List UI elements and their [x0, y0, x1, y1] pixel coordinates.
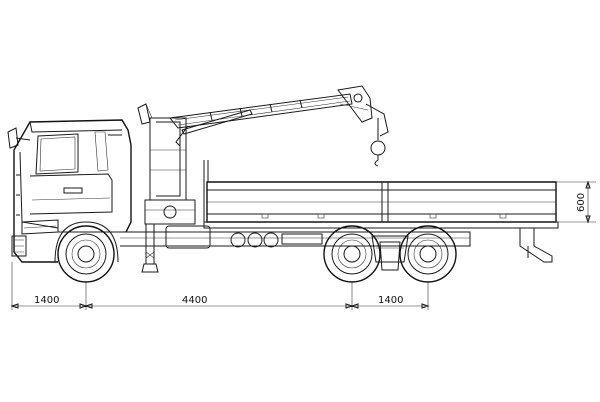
dim-bogie-spacing: 1400 [378, 295, 403, 306]
cab-door [29, 173, 113, 215]
side-mirror [7, 127, 19, 149]
dimension-lines [10, 180, 596, 310]
crane [137, 85, 389, 273]
cargo-body [203, 160, 559, 229]
front-bumper [11, 235, 27, 257]
hook-block [370, 140, 386, 156]
truck-cab [7, 119, 132, 263]
main-boom [169, 93, 353, 129]
hook [374, 155, 379, 167]
outrigger [145, 223, 155, 265]
crane-base [144, 199, 196, 225]
rear-suspension [371, 235, 409, 271]
chassis-frame [58, 225, 553, 263]
rear-wheel-2 [399, 225, 457, 283]
front-wheel [54, 221, 119, 283]
dim-side-height: 600 [576, 193, 587, 212]
dim-front-overhang: 1400 [34, 295, 59, 306]
fuel-tank [165, 225, 211, 249]
rear-underrun [519, 227, 553, 263]
rear-wheel-1 [323, 225, 381, 283]
crane-column [149, 117, 187, 201]
operator-seat [137, 103, 151, 125]
dim-wheelbase: 4400 [182, 295, 207, 306]
air-tank [230, 232, 246, 248]
cab-window [35, 133, 79, 175]
